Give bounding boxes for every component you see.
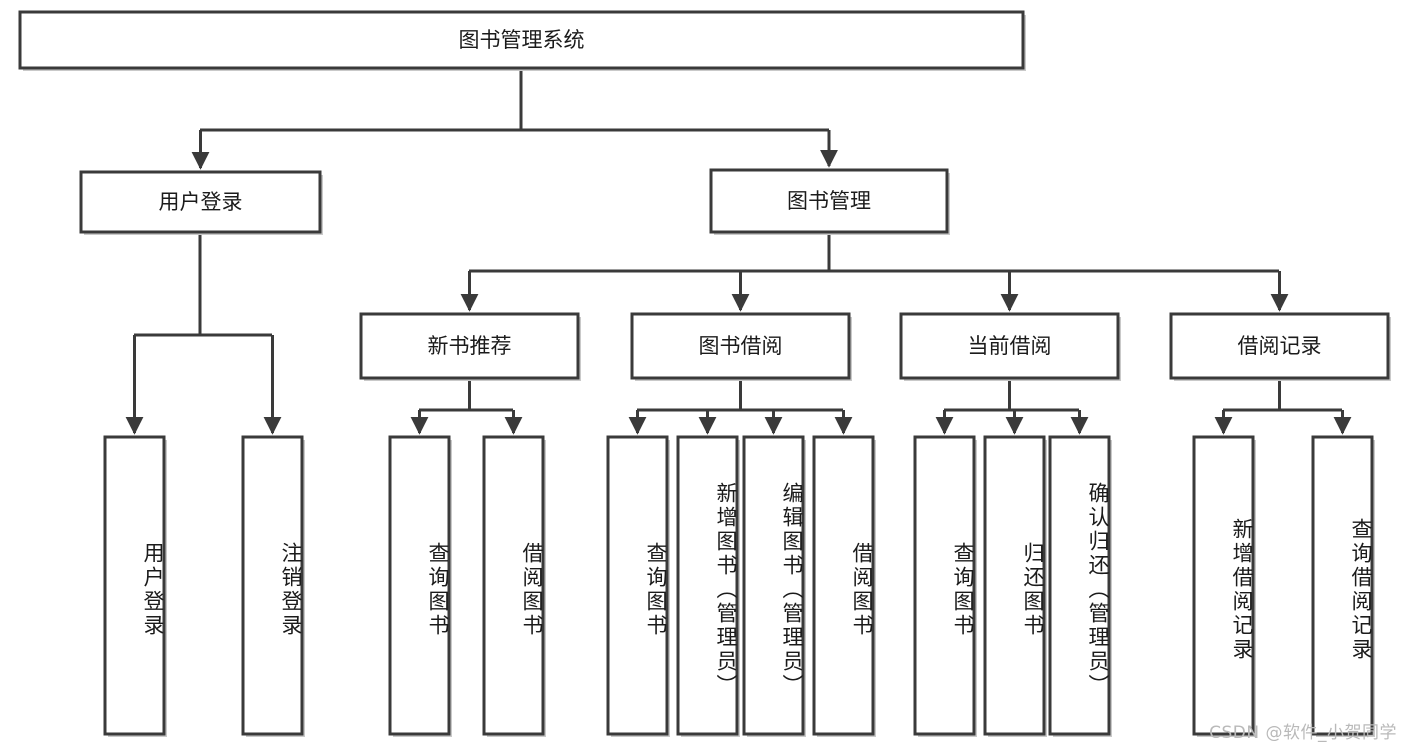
node-level1-1[interactable] <box>709 168 949 234</box>
node-level2-2[interactable] <box>899 312 1120 380</box>
node-level2-3[interactable] <box>1169 312 1390 380</box>
node-level2-2-label: 当前借阅 <box>968 334 1052 358</box>
node-level1-1-label: 图书管理 <box>787 189 871 213</box>
csdn-watermark: CSDN @软件_小贺同学 <box>1209 723 1397 743</box>
node-leaf-6[interactable] <box>742 435 805 736</box>
node-level1-0-label: 用户登录 <box>159 190 243 214</box>
node-leaf-1[interactable] <box>241 435 304 736</box>
node-root[interactable] <box>18 10 1025 70</box>
node-level2-1-label: 图书借阅 <box>699 334 783 358</box>
node-leaf-5[interactable] <box>676 435 739 736</box>
node-level2-0[interactable] <box>359 312 580 380</box>
node-level2-3-label: 借阅记录 <box>1238 334 1322 358</box>
node-leaf-9[interactable] <box>983 435 1046 736</box>
node-leaf-10[interactable] <box>1048 435 1111 736</box>
node-leaf-8[interactable] <box>913 435 976 736</box>
node-level2-1[interactable] <box>630 312 851 380</box>
node-leaf-11[interactable] <box>1192 435 1255 736</box>
node-level1-0[interactable] <box>79 170 322 234</box>
node-root-label: 图书管理系统 <box>459 28 585 52</box>
node-leaf-2[interactable] <box>388 435 451 736</box>
node-leaf-12[interactable] <box>1311 435 1374 736</box>
edge-layer <box>125 68 1352 435</box>
node-leaf-4[interactable] <box>606 435 669 736</box>
node-leaf-0[interactable] <box>103 435 166 736</box>
node-level2-0-label: 新书推荐 <box>428 334 512 358</box>
node-leaf-3[interactable] <box>482 435 545 736</box>
node-leaf-7[interactable] <box>812 435 875 736</box>
